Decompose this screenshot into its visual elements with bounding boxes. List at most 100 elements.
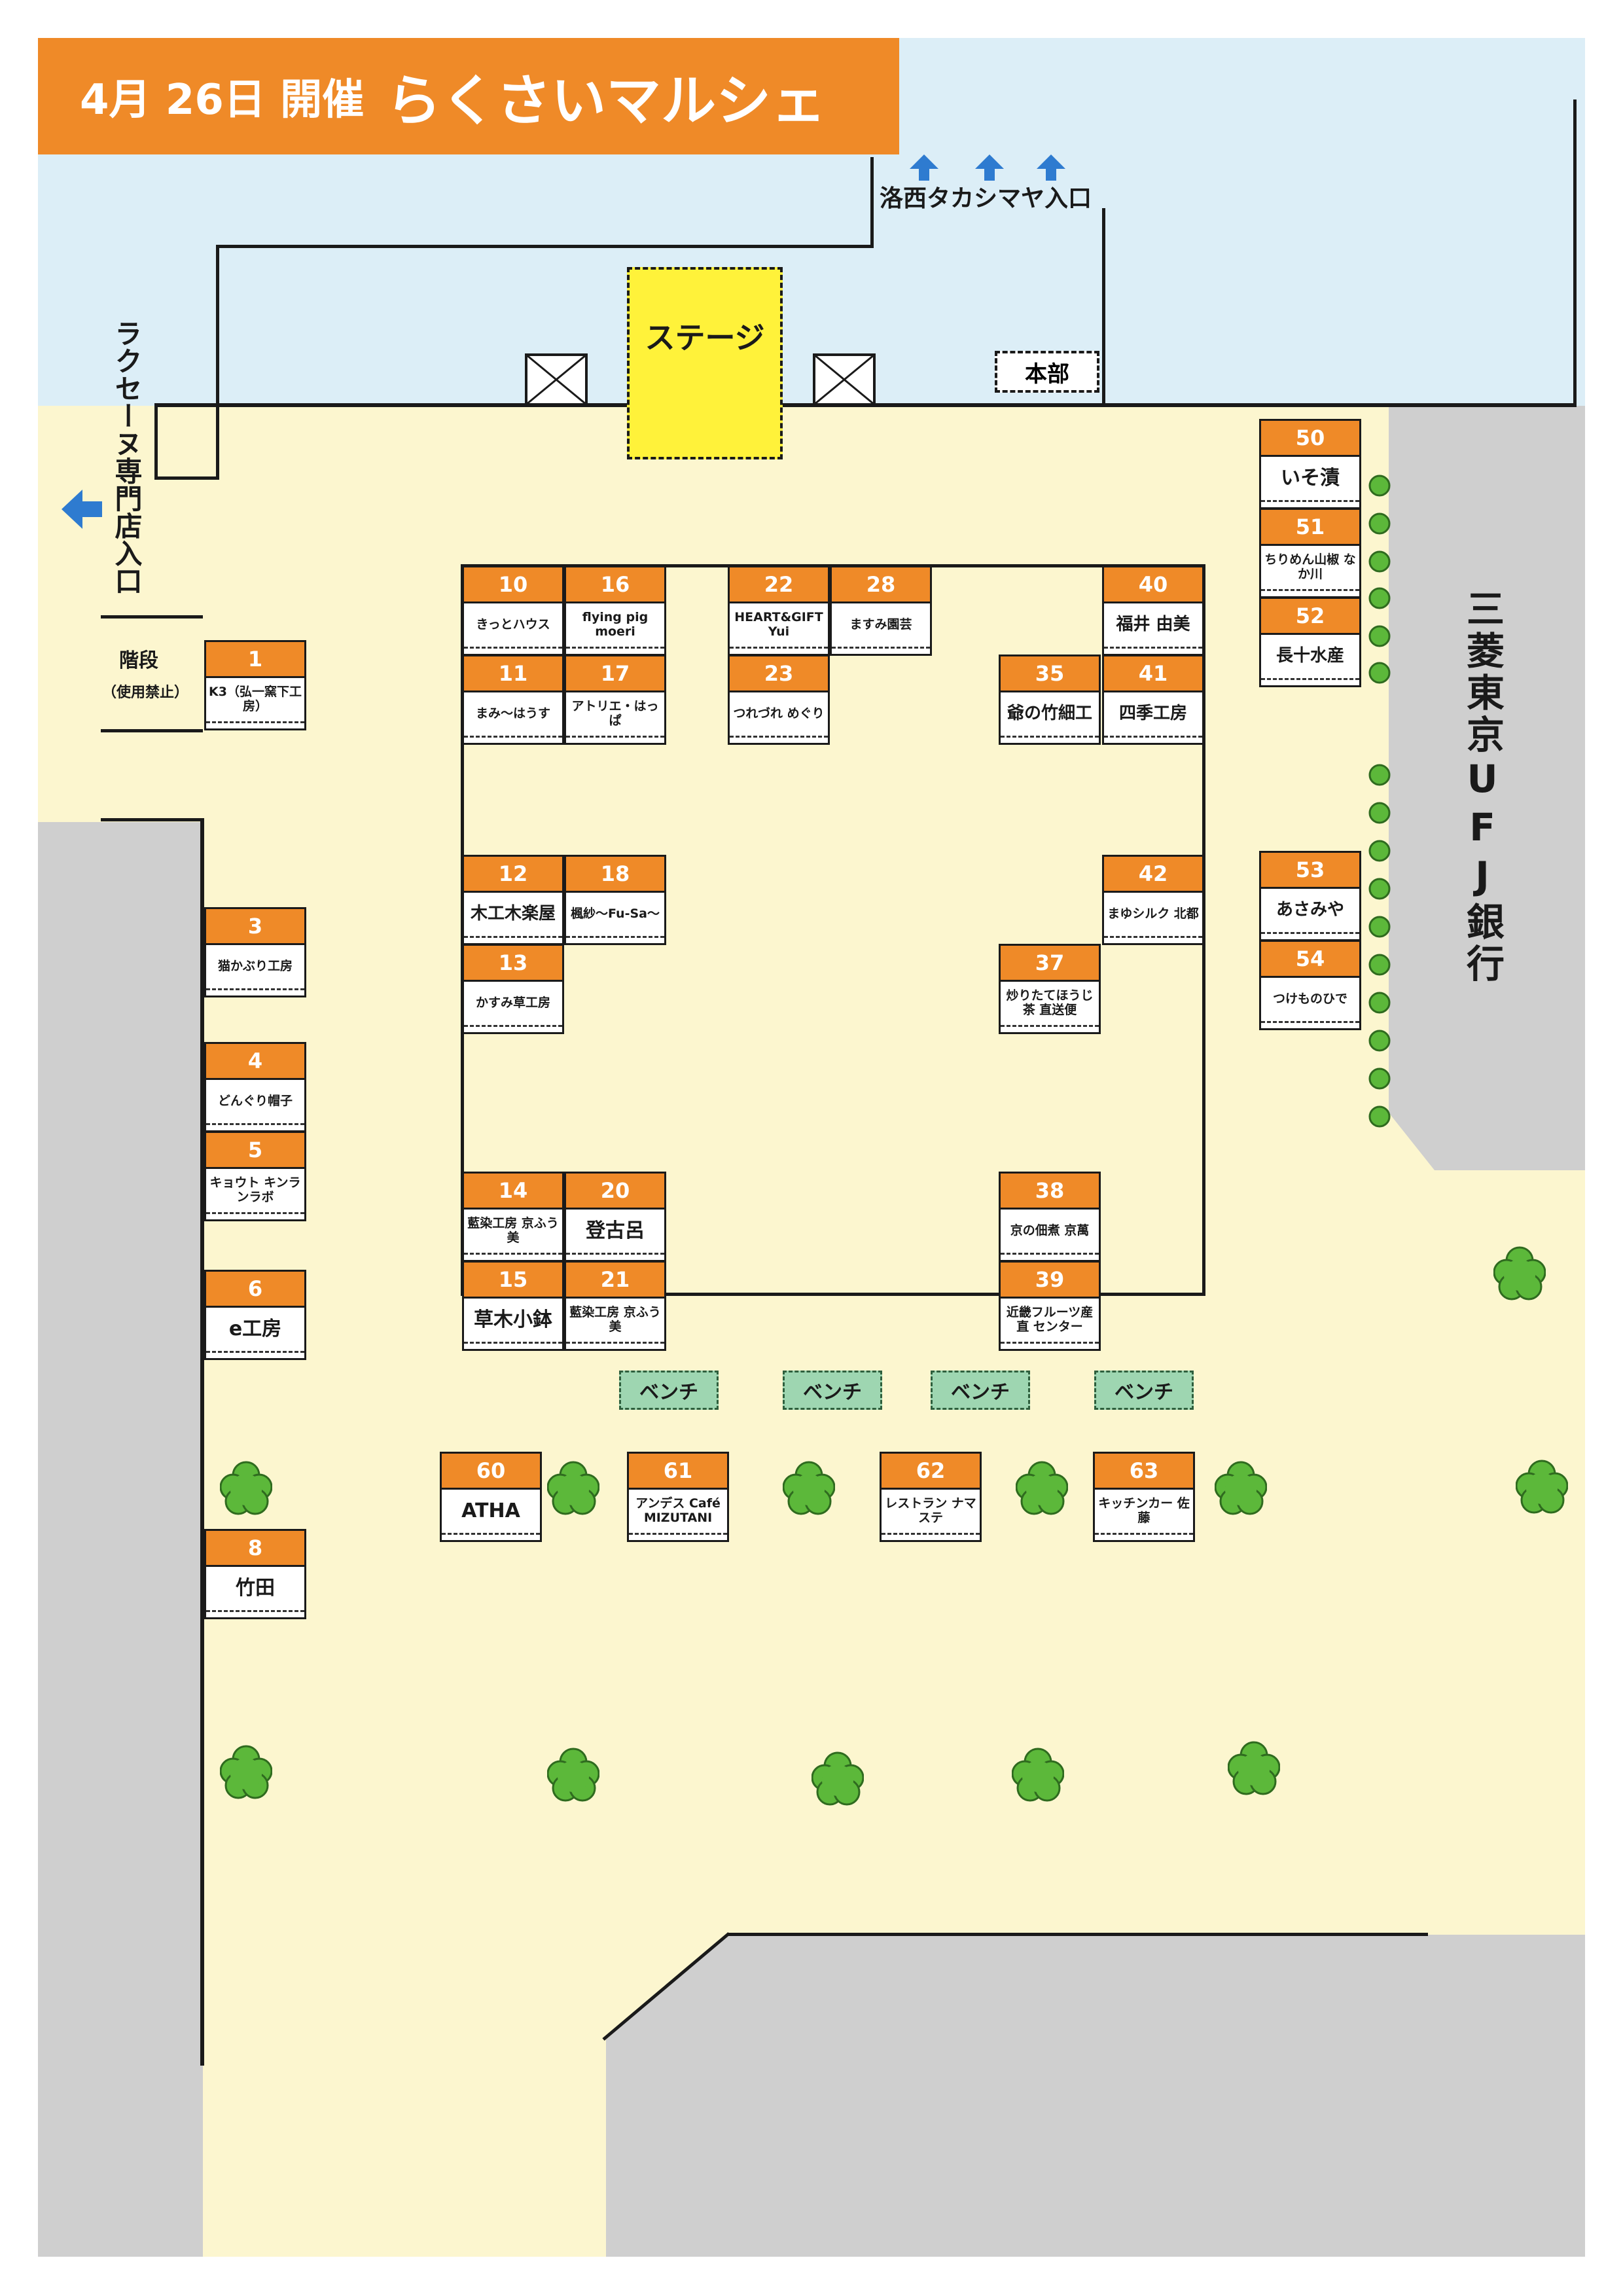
shrub-icon (1368, 550, 1391, 573)
laksene-entrance-label: ラクセーヌ専門店入口 (111, 319, 143, 594)
shrub-icon (1368, 587, 1391, 609)
arrow-up-icon (910, 154, 938, 181)
bank-label: 三菱東京UFJ銀行 (1460, 589, 1505, 986)
shrub-icon (1368, 992, 1391, 1014)
pillar-left (525, 353, 588, 406)
tree-icon (220, 1461, 272, 1515)
title-bar: 4月 26日 開催 らくさいマルシェ (38, 38, 899, 154)
shrub-icon (1368, 512, 1391, 535)
shrub-icon (1368, 954, 1391, 976)
pillar-right (813, 353, 876, 406)
shrub-icon (1368, 1067, 1391, 1090)
tree-icon (1493, 1246, 1546, 1300)
tree-icon (547, 1748, 599, 1802)
bench: ベンチ (783, 1371, 882, 1410)
wall-takashimaya (870, 157, 874, 158)
box-laksene-bottom (154, 476, 219, 480)
left-wall-top (101, 818, 203, 821)
shrub-icon (1368, 764, 1391, 786)
bench: ベンチ (619, 1371, 719, 1410)
takashimaya-entrance-label: 洛西タカシマヤ入口 (880, 185, 1092, 212)
stage: ステージ (627, 267, 783, 459)
headquarters: 本部 (995, 351, 1099, 393)
wall-upper-left (216, 245, 219, 479)
building-bank (1389, 406, 1585, 1170)
arrow-up-icon (1037, 154, 1065, 181)
tree-icon (1516, 1460, 1568, 1514)
tree-icon (1012, 1748, 1064, 1802)
left-wall (200, 818, 204, 2066)
bench: ベンチ (931, 1371, 1030, 1410)
wall-far-right (1573, 99, 1577, 407)
tree-icon (1215, 1461, 1267, 1515)
arrow-up-icon (975, 154, 1004, 181)
event-date: 4月 26日 開催 (80, 76, 365, 124)
bottom-slope-line (602, 1932, 730, 2041)
shrub-icon (1368, 625, 1391, 647)
shrub-icon (1368, 840, 1391, 862)
tree-icon (1016, 1461, 1068, 1515)
shrub-icon (1368, 878, 1391, 900)
building-bank-slope (1389, 1113, 1435, 1170)
stairs-bottom (101, 729, 203, 732)
tree-icon (220, 1745, 272, 1799)
arrow-left-icon (62, 490, 102, 529)
building-bottom (606, 1935, 1585, 2257)
wall-upper (216, 245, 873, 248)
stairs-note: （使用禁止） (102, 685, 189, 701)
shrub-icon (1368, 475, 1391, 497)
building-left (38, 822, 203, 2257)
box-laksene (154, 403, 158, 478)
stairs-top (101, 615, 203, 619)
bottom-slope-wall (728, 1933, 1428, 1936)
wall-right-top (1102, 208, 1105, 406)
stairs-label: 階段 (119, 649, 158, 672)
bench: ベンチ (1094, 1371, 1194, 1410)
shrub-icon (1368, 1030, 1391, 1052)
shrub-icon (1368, 1105, 1391, 1128)
wall-upper-right (870, 157, 874, 248)
shrub-icon (1368, 802, 1391, 824)
tree-icon (812, 1751, 864, 1806)
shrub-icon (1368, 916, 1391, 938)
event-title: らくさいマルシェ (386, 68, 827, 133)
tree-icon (1228, 1741, 1280, 1795)
tree-icon (783, 1461, 835, 1515)
